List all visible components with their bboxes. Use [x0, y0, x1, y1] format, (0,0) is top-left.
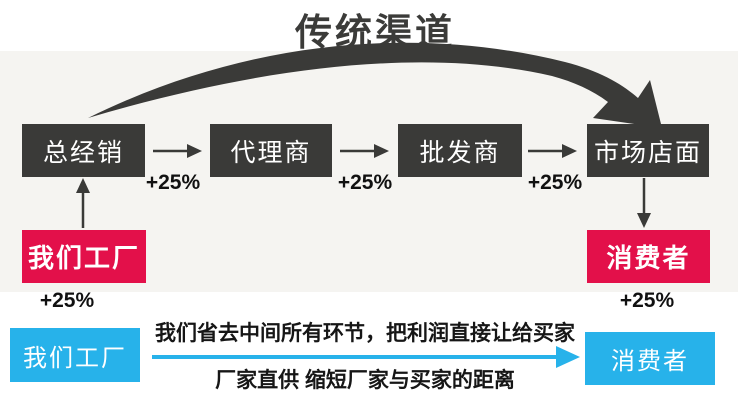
- direct-arrow-icon: [152, 346, 580, 368]
- curved-arrow-icon: [88, 42, 662, 128]
- markup-label: +25%: [527, 171, 583, 194]
- markup-label: +25%: [39, 289, 95, 312]
- chain-node-agent: 代理商: [210, 124, 332, 177]
- direct-benefit-line2: 厂家直供 缩短厂家与买家的距离: [215, 369, 515, 392]
- chain-node-distributor: 总经销: [22, 124, 145, 177]
- markup-label: +25%: [337, 171, 393, 194]
- arrow-down-icon: [637, 178, 651, 228]
- consumer-box-direct: 消费者: [585, 332, 715, 385]
- direct-benefit-line1: 我们省去中间所有环节，把利润直接让给买家: [155, 322, 575, 345]
- chain-node-wholesaler: 批发商: [398, 124, 522, 177]
- arrow-up-icon: [76, 178, 90, 228]
- arrow-right-icon: [153, 144, 202, 158]
- markup-label: +25%: [619, 289, 675, 312]
- arrow-right-icon: [528, 144, 577, 158]
- factory-box-direct: 我们工厂: [10, 328, 140, 382]
- arrow-right-icon: [340, 144, 389, 158]
- consumer-box-traditional: 消费者: [587, 230, 710, 283]
- markup-label: +25%: [145, 171, 201, 194]
- factory-box-traditional: 我们工厂: [22, 230, 146, 283]
- chain-node-market-store: 市场店面: [587, 124, 709, 177]
